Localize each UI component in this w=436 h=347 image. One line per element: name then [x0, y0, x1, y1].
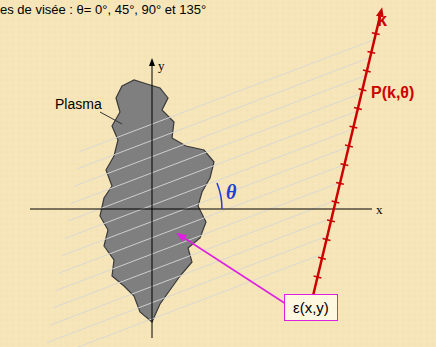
sight-line [71, 93, 362, 203]
sight-line [62, 147, 349, 256]
sight-line [68, 111, 357, 221]
x-axis [30, 209, 372, 210]
tick-mark [318, 257, 326, 259]
tick-mark [363, 70, 371, 72]
angle-arc [217, 183, 222, 209]
tick-mark [332, 201, 340, 203]
sight-line [53, 200, 336, 307]
y-axis [152, 62, 153, 338]
part-label: Plasma [55, 96, 102, 112]
detector-axis [312, 12, 381, 300]
tick-mark [314, 276, 322, 278]
callout-box: ε(x,y) [284, 294, 338, 321]
projection-label: P(k,θ) [371, 84, 414, 102]
sight-line [65, 129, 353, 239]
tick-mark [345, 145, 353, 147]
tick-mark [350, 126, 358, 128]
sight-line [56, 183, 340, 291]
axis-label: k [377, 10, 387, 31]
sight-line [59, 165, 344, 274]
tick-mark [372, 33, 380, 35]
leader-line [100, 112, 122, 124]
axis-label: x [376, 202, 383, 218]
axis-label: y [158, 58, 165, 74]
sight-line [47, 236, 327, 343]
tick-mark [323, 239, 331, 241]
sight-lines [44, 40, 374, 347]
callout-text: ε(x,y) [293, 299, 329, 316]
sight-line [77, 58, 370, 169]
tick-mark [327, 220, 335, 222]
tick-mark [336, 182, 344, 184]
sight-line [80, 40, 374, 152]
sight-line [74, 75, 366, 186]
tick-mark [368, 51, 376, 53]
tick-mark [359, 89, 367, 91]
tick-mark [354, 108, 362, 110]
angle-label: θ [226, 181, 236, 204]
heading-text: es de visée : θ= 0°, 45°, 90° et 135° [0, 2, 206, 17]
detector-ticks [314, 33, 380, 278]
pointer-arrow [178, 234, 286, 304]
tick-mark [341, 164, 349, 166]
